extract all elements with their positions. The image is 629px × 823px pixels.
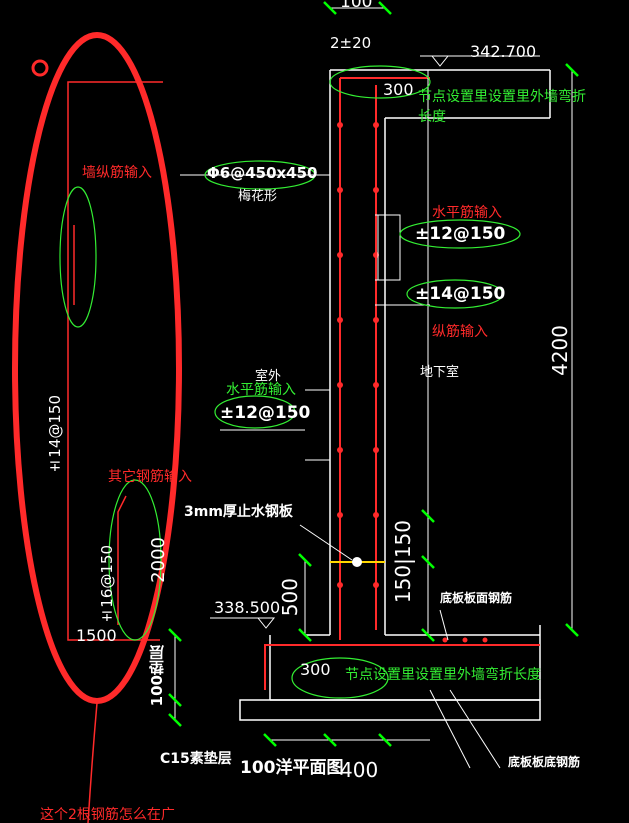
bottom-bend-dim: 300 — [300, 660, 331, 679]
green-ellipses — [59, 65, 521, 699]
dim-500: 500 — [278, 578, 302, 617]
dim-ticks — [168, 1, 579, 747]
bottom-rebar-bottom: 底板板底钢筋 — [508, 755, 581, 769]
question-text: 这个2根钢筋怎么在广 — [40, 807, 175, 823]
other-bar-label: ±16@150 — [98, 545, 116, 626]
anno-horiz-input-outer: 水平筋输入 — [226, 382, 296, 398]
dim-top-width: 100 — [340, 0, 373, 12]
anno-vert-input: 纵筋输入 — [432, 324, 488, 340]
anno-wall-vert-input: 墙纵筋输入 — [82, 165, 152, 181]
elev-bottom-marker — [256, 617, 276, 629]
dim-150-150: 150|150 — [391, 520, 415, 604]
elev-bottom: 338.500 — [214, 598, 281, 617]
bottom-rebar-top: 底板板面钢筋 — [440, 591, 513, 605]
section-label: 100洋平面图 — [240, 758, 344, 778]
inner-horiz-label: ±12@150 — [415, 224, 506, 244]
wall-outline — [239, 69, 551, 721]
red-leader-line — [87, 702, 98, 823]
small-red-circle — [31, 59, 49, 77]
anno-horiz-input-inner: 水平筋输入 — [432, 205, 502, 221]
other-bend-dim: 1500 — [76, 626, 117, 645]
anno-node-setting-top-2: 长度 — [418, 109, 446, 125]
inner-vert-label: ±14@150 — [415, 284, 506, 304]
left-bar-outline — [67, 81, 163, 641]
stirrup-note: 梅花形 — [238, 189, 278, 204]
top-bend-dim: 300 — [383, 80, 414, 99]
stirrup-label: Φ6@450x450 — [207, 164, 318, 182]
left-other-bar — [117, 495, 127, 625]
red-circle-annotation — [12, 32, 182, 704]
basement-label: 地下室 — [420, 365, 460, 380]
anno-node-setting-bottom: 节点设置里设置里外墙弯折长度 — [345, 667, 541, 683]
top-elevation: 342.700 — [470, 42, 537, 61]
top-bar-label: 2±20 — [330, 34, 372, 52]
anno-other-input: 其它钢筋输入 — [108, 469, 192, 485]
left-vert-label: ±14@150 — [46, 395, 64, 476]
dim-height: 4200 — [548, 325, 572, 376]
concrete-label: C15素垫层 — [160, 751, 232, 767]
waterstop-label: 3mm厚止水钢板 — [184, 504, 293, 520]
anno-node-setting-top: 节点设置里设置里外墙弯折 — [418, 89, 586, 105]
bottom-width-dim: 400 — [340, 758, 379, 782]
elev-top-marker — [430, 55, 450, 67]
cushion-label: 100垫层 — [148, 645, 166, 707]
rebar-dots — [337, 122, 488, 643]
waterstop-marker — [352, 557, 362, 567]
other-len-dim: 2000 — [148, 537, 169, 583]
outer-horiz-label: ±12@150 — [220, 403, 311, 423]
outside-label: 室外 — [255, 369, 282, 384]
